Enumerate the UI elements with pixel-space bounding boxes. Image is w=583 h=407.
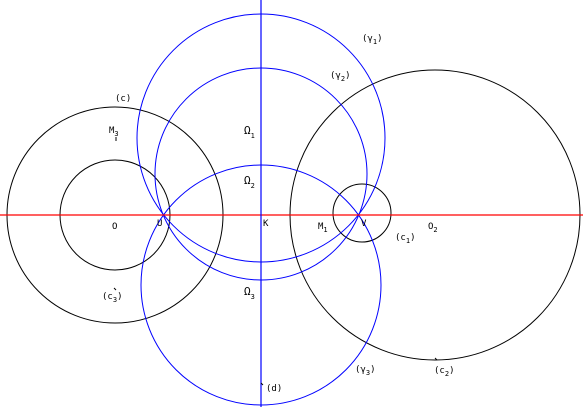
label-circle-gamma2-base: (γ — [330, 71, 341, 81]
label-circle-c3-suffix: ) — [117, 292, 122, 302]
label-circle-c2-sub: 2 — [445, 370, 449, 378]
label-circle-c3-base: (c — [102, 292, 113, 302]
label-M1-base: M — [318, 222, 324, 232]
label-O2-sub: 2 — [433, 226, 437, 234]
label-V: V — [361, 219, 367, 229]
label-circle-gamma3-sub: 3 — [366, 369, 370, 377]
label-O2-base: O — [428, 222, 433, 232]
tick-gamma3 — [260, 382, 264, 386]
label-omega1: Ω1 — [244, 124, 255, 140]
label-omega2: Ω2 — [244, 174, 255, 190]
label-circle-c1-suffix: ) — [410, 233, 415, 243]
label-U: U — [157, 219, 162, 229]
label-circle-gamma2-suffix: ) — [345, 71, 350, 81]
label-circle-gamma3-suffix: ) — [370, 365, 375, 375]
label-circle-c1-sub: 1 — [406, 237, 410, 245]
label-O: O — [112, 222, 117, 232]
label-omega2-sub: 2 — [251, 182, 255, 190]
label-K: K — [263, 219, 269, 229]
label-circle-gamma2: (γ2) — [330, 71, 350, 83]
label-M3-base: M — [109, 126, 115, 136]
label-circle-c2: (c2) — [434, 366, 454, 378]
label-circle-c1: (c1) — [395, 233, 415, 245]
label-M1: M1 — [318, 222, 328, 234]
tick-c3 — [113, 287, 117, 291]
label-circle-gamma1-suffix: ) — [377, 34, 382, 44]
label-omega1-sub: 1 — [251, 132, 255, 140]
label-circle-c2-suffix: ) — [449, 366, 454, 376]
label-M3-sub: 3 — [114, 130, 118, 138]
circle-c1 — [332, 183, 392, 243]
label-circle-c1-base: (c — [395, 233, 406, 243]
label-omega1-base: Ω — [244, 124, 251, 137]
label-circle-c: (c) — [115, 94, 131, 104]
label-circle-c3-sub: 3 — [113, 296, 117, 304]
label-circle-gamma1-base: (γ — [362, 34, 373, 44]
label-circle-gamma2-sub: 2 — [341, 75, 345, 83]
tick-c2 — [434, 357, 438, 361]
label-omega3-sub: 3 — [251, 293, 255, 301]
label-M3: M3 — [109, 126, 119, 138]
label-M1-sub: 1 — [323, 226, 327, 234]
label-circle-gamma1: (γ1) — [362, 34, 382, 46]
label-omega2-base: Ω — [244, 174, 251, 187]
label-circle-gamma1-sub: 1 — [373, 38, 377, 46]
label-circle-gamma3: (γ3) — [355, 365, 375, 377]
label-omega3: Ω3 — [244, 285, 255, 301]
label-O2: O2 — [428, 222, 438, 234]
label-circle-c2-base: (c — [434, 366, 445, 376]
label-line-d: (d) — [266, 384, 282, 394]
label-omega3-base: Ω — [244, 285, 251, 298]
label-circle-c3: (c3) — [102, 292, 122, 304]
label-circle-gamma3-base: (γ — [355, 365, 366, 375]
